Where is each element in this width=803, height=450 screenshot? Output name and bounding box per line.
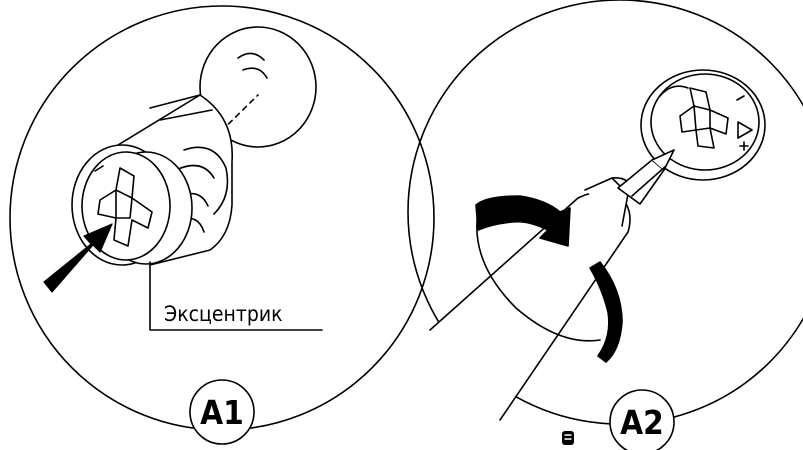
- svg-text:A2: A2: [620, 403, 664, 442]
- screwdriver-illustration: [430, 150, 674, 420]
- badge-a1: A1: [190, 380, 254, 444]
- panel-a2: A2: [408, 0, 803, 450]
- small-logo-icon: [562, 431, 574, 445]
- badge-a2: A2: [610, 390, 674, 450]
- panel-a1: Эксцентрик A1: [10, 6, 434, 444]
- svg-text:A1: A1: [200, 393, 244, 432]
- callout-label: Эксцентрик: [164, 302, 283, 326]
